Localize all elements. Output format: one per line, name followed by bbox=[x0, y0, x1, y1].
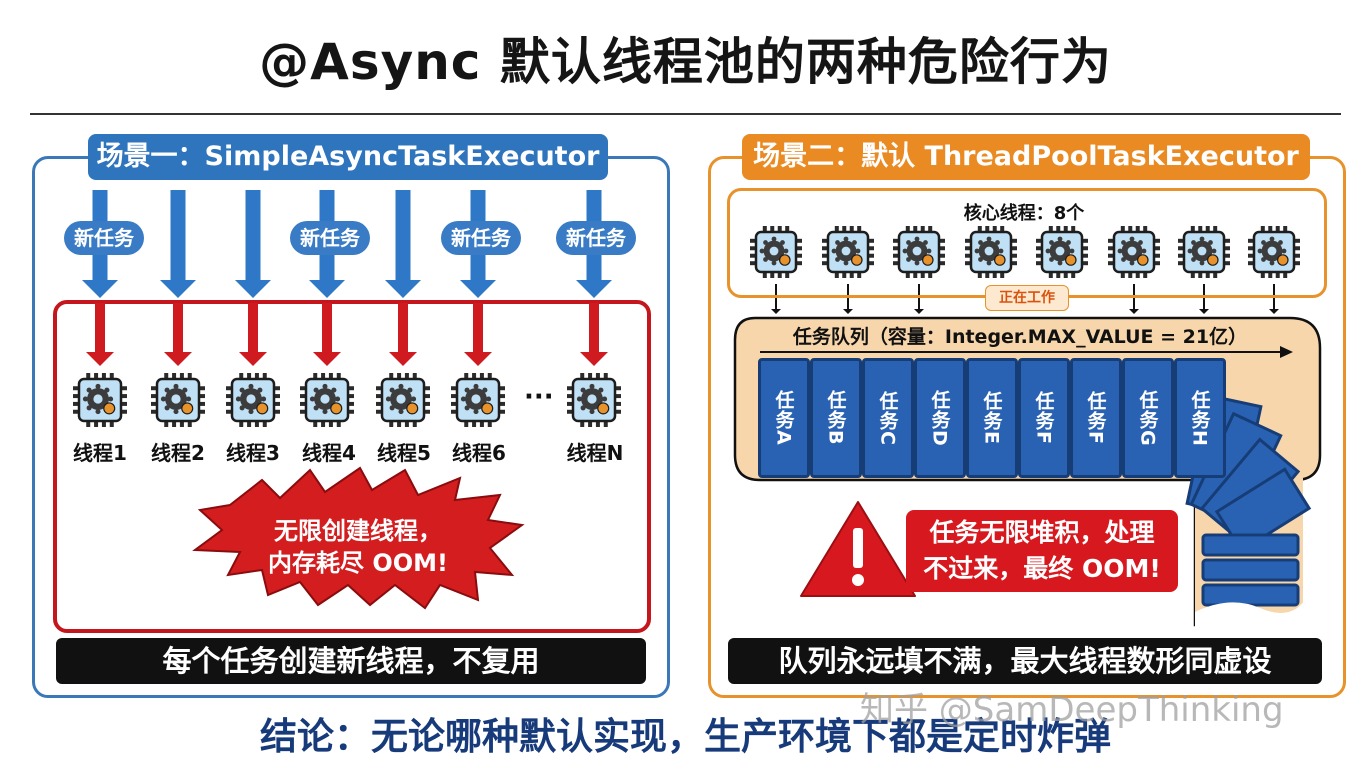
core-thread-chip-icon bbox=[1036, 226, 1088, 278]
incoming-arrow bbox=[160, 190, 196, 298]
incoming-arrow bbox=[385, 190, 421, 298]
queued-task: 任务A bbox=[758, 358, 810, 478]
core-thread-chip-icon bbox=[893, 226, 945, 278]
burst-message: 无限创建线程， 内存耗尽 OOM! bbox=[248, 515, 468, 579]
thread-chip-icon bbox=[451, 373, 505, 427]
warning-icon bbox=[800, 501, 916, 597]
burst-line-2: 内存耗尽 OOM! bbox=[268, 549, 448, 577]
thread-label: 线程N bbox=[566, 441, 624, 465]
thread-creation-arrows bbox=[86, 303, 608, 366]
queue-label: 任务队列（容量：Integer.MAX_VALUE = 21亿） bbox=[792, 326, 1248, 348]
thread-chip-icon bbox=[73, 373, 127, 427]
scenario1-header: 场景一：SimpleAsyncTaskExecutor bbox=[88, 134, 608, 180]
creation-arrow bbox=[164, 303, 192, 366]
thread-label: 线程6 bbox=[452, 441, 506, 465]
new-task-tag: 新任务 bbox=[556, 221, 636, 255]
core-thread-chip-icon bbox=[965, 226, 1017, 278]
new-task-tag: 新任务 bbox=[290, 221, 370, 255]
creation-arrow bbox=[389, 303, 417, 366]
thread-chip-icon bbox=[151, 373, 205, 427]
queued-task: 任务B bbox=[810, 358, 862, 478]
oom-burst bbox=[192, 466, 525, 610]
warning-line-2: 不过来，最终 OOM! bbox=[923, 554, 1161, 583]
creation-arrow bbox=[580, 303, 608, 366]
new-task-tag: 新任务 bbox=[441, 221, 521, 255]
title-divider bbox=[30, 113, 1341, 115]
queue-direction-arrowhead bbox=[1280, 346, 1293, 358]
creation-arrow bbox=[464, 303, 492, 366]
thread-label: 线程5 bbox=[377, 441, 431, 465]
queued-task: 任务C bbox=[862, 358, 914, 478]
ellipsis: ··· bbox=[524, 382, 554, 412]
new-task-tag: 新任务 bbox=[64, 221, 144, 255]
core-thread-chip-icon bbox=[750, 226, 802, 278]
working-badge: 正在工作 bbox=[985, 285, 1069, 311]
thread-chip-icon bbox=[567, 373, 621, 427]
thread-label: 线程3 bbox=[226, 441, 280, 465]
scenario1-thread-chips bbox=[73, 373, 621, 427]
queued-task: 任务E bbox=[966, 358, 1018, 478]
core-thread-chip-icon bbox=[1178, 226, 1230, 278]
core-thread-chip-icon bbox=[1248, 226, 1300, 278]
incoming-task-arrows bbox=[82, 190, 612, 298]
scenario2-header: 场景二：默认 ThreadPoolTaskExecutor bbox=[742, 134, 1310, 180]
page-title: @Async 默认线程池的两种危险行为 bbox=[259, 33, 1112, 91]
thread-label: 线程1 bbox=[73, 441, 127, 465]
queued-task: 任务G bbox=[1122, 358, 1174, 478]
watermark: 知乎 @SamDeepThinking bbox=[860, 690, 1284, 730]
scenario1-thread-area bbox=[53, 300, 651, 633]
core-thread-chips bbox=[750, 226, 1300, 278]
conclusion-text: 结论：无论哪种默认实现，生产环境下都是定时炸弹 bbox=[260, 715, 1111, 758]
core-threads-label: 核心线程：8个 bbox=[963, 203, 1085, 224]
queued-task: 任务F bbox=[1018, 358, 1070, 478]
creation-arrow bbox=[313, 303, 341, 366]
queued-task: 任务H bbox=[1174, 358, 1226, 478]
core-thread-chip-icon bbox=[1108, 226, 1160, 278]
creation-arrow bbox=[239, 303, 267, 366]
thread-chip-icon bbox=[376, 373, 430, 427]
creation-arrow bbox=[86, 303, 114, 366]
thread-label: 线程4 bbox=[302, 441, 356, 465]
warning-message: 任务无限堆积，处理 不过来，最终 OOM! bbox=[906, 510, 1178, 592]
thread-label: 线程2 bbox=[151, 441, 205, 465]
burst-line-1: 无限创建线程， bbox=[274, 517, 442, 545]
thread-chip-icon bbox=[226, 373, 280, 427]
scenario1-footer: 每个任务创建新线程，不复用 bbox=[56, 638, 646, 684]
queued-task: 任务D bbox=[914, 358, 966, 478]
incoming-arrow bbox=[235, 190, 271, 298]
queued-task: 任务F bbox=[1070, 358, 1122, 478]
scenario2-footer: 队列永远填不满，最大线程数形同虚设 bbox=[728, 638, 1322, 684]
core-thread-chip-icon bbox=[822, 226, 874, 278]
warning-line-1: 任务无限堆积，处理 bbox=[929, 518, 1155, 547]
thread-chip-icon bbox=[300, 373, 354, 427]
